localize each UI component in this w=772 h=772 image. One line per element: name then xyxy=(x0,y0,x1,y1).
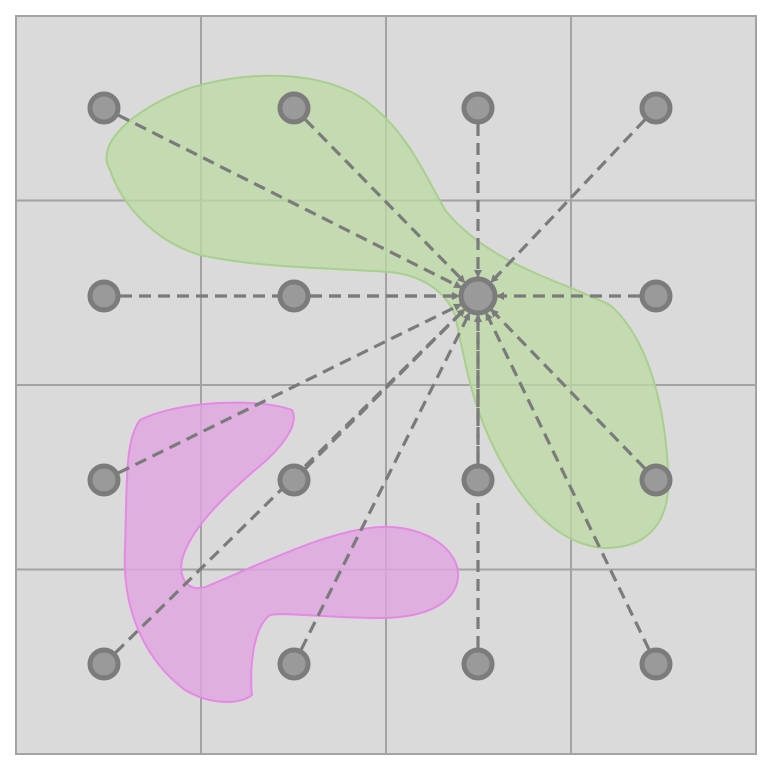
edge-n-3-0-to-n-1-2 xyxy=(114,308,466,654)
node-n-0-2 xyxy=(461,91,495,125)
node-n-2-2 xyxy=(461,463,495,497)
edge-n-2-0-to-n-1-2 xyxy=(117,302,462,475)
hub-node xyxy=(458,276,498,316)
node-n-2-1 xyxy=(277,463,311,497)
node-n-1-1 xyxy=(277,279,311,313)
region-green xyxy=(105,74,670,550)
node-n-0-1 xyxy=(277,91,311,125)
node-n-2-3 xyxy=(639,463,673,497)
node-n-3-1 xyxy=(277,647,311,681)
region-magenta xyxy=(123,401,460,703)
edge-n-0-1-to-n-1-2 xyxy=(304,118,466,284)
nodes xyxy=(87,91,673,681)
node-n-2-0 xyxy=(87,463,121,497)
node-n-0-3 xyxy=(639,91,673,125)
node-n-3-3 xyxy=(639,647,673,681)
edge-n-3-1-to-n-1-2 xyxy=(299,312,471,651)
regions xyxy=(105,74,670,703)
node-n-0-0 xyxy=(87,91,121,125)
node-n-1-3 xyxy=(639,279,673,313)
node-n-3-0 xyxy=(87,647,121,681)
node-n-1-0 xyxy=(87,279,121,313)
edge-n-3-3-to-n-1-2 xyxy=(484,312,651,651)
node-n-3-2 xyxy=(461,647,495,681)
edge-n-0-0-to-n-1-2 xyxy=(117,113,462,289)
edges xyxy=(114,113,651,654)
